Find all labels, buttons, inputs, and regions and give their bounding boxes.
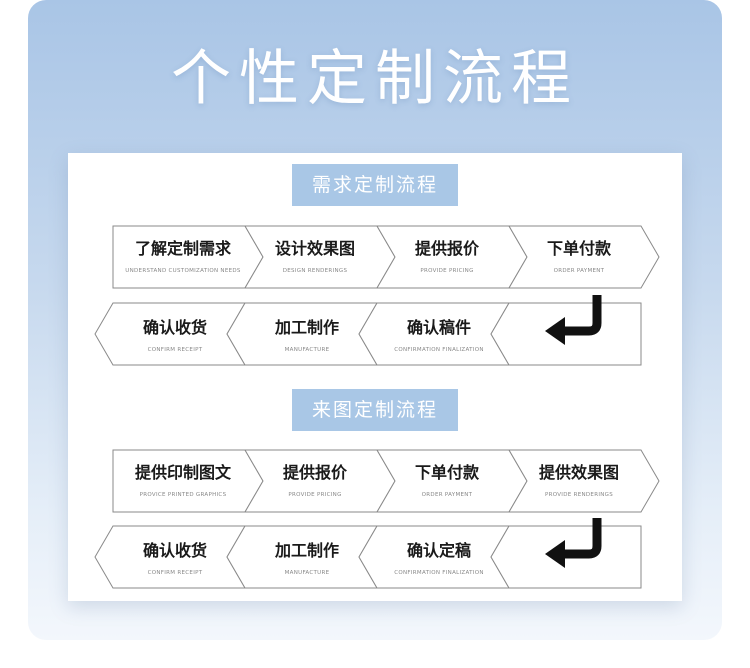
step-subtitle: ORDER PAYMENT <box>554 268 605 274</box>
page-title: 个性定制流程 <box>171 44 579 114</box>
flow-step: 提供印制图文 PROVICE PRINTED GRAPHICS <box>112 449 264 513</box>
process-card: 需求定制流程 了解定制需求 UNDERSTAND CUSTOMIZATION NE… <box>68 153 682 601</box>
step-subtitle: PROVICE PRINTED GRAPHICS <box>140 492 227 498</box>
turn-down-left-arrow-icon <box>545 295 602 345</box>
flow-step: 提供报价 PROVIDE PRICING <box>376 225 528 289</box>
flow-step: 提供效果图 PROVIDE RENDERINGS <box>508 449 660 513</box>
step-title: 提供报价 <box>415 239 480 258</box>
step-title: 提供效果图 <box>539 463 619 482</box>
step-subtitle: DESIGN RENDERINGS <box>283 268 348 274</box>
flow-step: 提供报价 PROVIDE PRICING <box>244 449 396 513</box>
chevron-shape <box>508 225 660 289</box>
section-title-demand: 需求定制流程 <box>292 164 458 206</box>
step-subtitle: UNDERSTAND CUSTOMIZATION NEEDS <box>125 268 241 274</box>
step-title: 确认收货 <box>143 318 207 337</box>
chevron-shape <box>508 449 660 513</box>
step-subtitle: PROVIDE PRICING <box>288 492 341 498</box>
flow-step: 确认收货 CONFIRM RECEIPT <box>94 302 246 366</box>
flow-step: 加工制作 MANUFACTURE <box>226 302 378 366</box>
step-subtitle: CONFIRM RECEIPT <box>148 570 203 576</box>
flow-step: 确认定稿 CONFIRMATION FINALIZATION <box>358 525 510 589</box>
section-title-provided-image: 来图定制流程 <box>292 389 458 431</box>
flow-step: 下单付款 ORDER PAYMENT <box>376 449 528 513</box>
step-title: 加工制作 <box>274 318 339 337</box>
flow-step: 设计效果图 DESIGN RENDERINGS <box>244 225 396 289</box>
step-subtitle: CONFIRM RECEIPT <box>148 347 203 353</box>
step-subtitle: PROVIDE RENDERINGS <box>545 492 613 498</box>
flow-step: 确认收货 CONFIRM RECEIPT <box>94 525 246 589</box>
step-title: 了解定制需求 <box>135 239 232 258</box>
turn-down-left-arrow-icon <box>545 518 602 568</box>
step-subtitle: CONFIRMATION FINALIZATION <box>394 570 484 576</box>
step-subtitle: PROVIDE PRICING <box>420 268 473 274</box>
step-title: 提供报价 <box>283 463 348 482</box>
turn-box <box>490 295 642 366</box>
turn-box <box>490 518 642 589</box>
step-title: 设计效果图 <box>275 239 355 258</box>
step-title: 加工制作 <box>274 541 339 560</box>
step-title: 提供印制图文 <box>135 463 232 482</box>
step-title: 确认稿件 <box>407 318 471 337</box>
flow-diagram-provided-image: 提供印制图文 PROVICE PRINTED GRAPHICS 提供报价 PROVID… <box>94 449 660 589</box>
step-title: 确认定稿 <box>407 541 471 560</box>
step-title: 下单付款 <box>547 239 612 258</box>
step-title: 确认收货 <box>143 541 207 560</box>
flow-step: 下单付款 ORDER PAYMENT <box>508 225 660 289</box>
step-subtitle: MANUFACTURE <box>285 347 330 353</box>
flow-step: 了解定制需求 UNDERSTAND CUSTOMIZATION NEEDS <box>112 225 264 289</box>
step-subtitle: ORDER PAYMENT <box>422 492 473 498</box>
step-subtitle: CONFIRMATION FINALIZATION <box>394 347 484 353</box>
step-title: 下单付款 <box>415 463 480 482</box>
flow-step: 加工制作 MANUFACTURE <box>226 525 378 589</box>
step-subtitle: MANUFACTURE <box>285 570 330 576</box>
